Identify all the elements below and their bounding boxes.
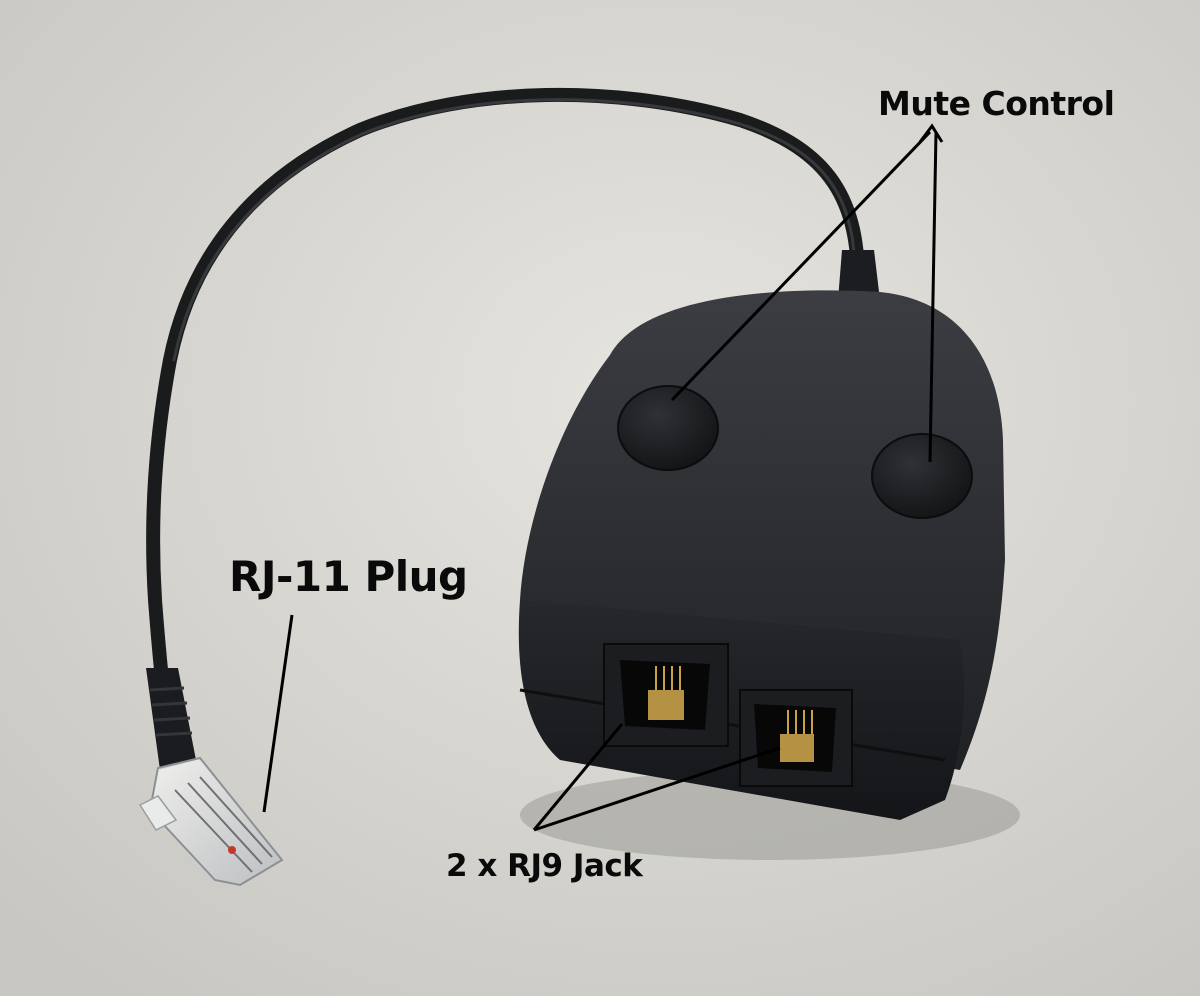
mute-pointer-right	[928, 131, 938, 463]
cable	[146, 87, 866, 687]
rj11-plug	[138, 668, 284, 887]
rj9-jack-left	[603, 643, 729, 747]
mute-device	[518, 290, 1005, 820]
mute-button-left	[617, 385, 719, 471]
cable-highlight	[172, 98, 857, 362]
rj9-jack-right	[739, 689, 853, 787]
annotation-lines	[262, 123, 944, 832]
device-strain-relief	[838, 250, 880, 300]
mute-pointer-left	[670, 130, 932, 402]
rj9-pointer-right	[533, 746, 781, 832]
mute-control-label: Mute Control	[878, 84, 1115, 123]
rj11-plug-label: RJ-11 Plug	[229, 552, 468, 601]
rj9-jack-label: 2 x RJ9 Jack	[446, 848, 643, 884]
rj9-pointer-left	[532, 723, 624, 831]
mute-button-right	[871, 433, 973, 519]
rj11-pointer	[262, 614, 294, 813]
device-seam	[519, 688, 946, 762]
mute-arrowhead	[918, 123, 944, 143]
